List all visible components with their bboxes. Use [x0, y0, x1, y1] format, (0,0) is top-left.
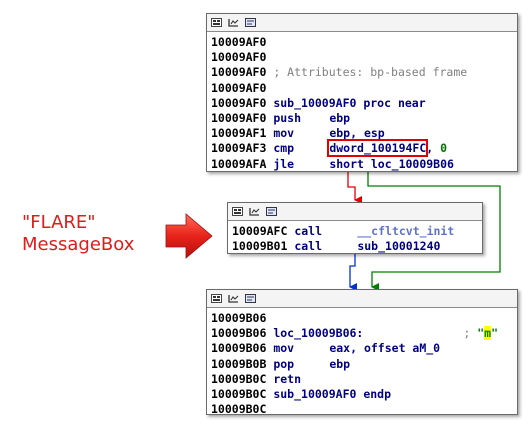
graph-node-top[interactable]: 10009AF0 10009AF0 10009AF0 ; Attributes:…	[206, 13, 518, 172]
asm-line[interactable]: 10009AF0 sub_10009AF0 proc near	[211, 96, 517, 111]
mnemonic: call	[294, 224, 323, 238]
color-icon[interactable]	[232, 207, 243, 216]
asm-line[interactable]: 10009AFA jle short loc_10009B06	[211, 157, 517, 172]
address: 10009AF0	[211, 35, 267, 49]
address: 10009AF0	[211, 50, 267, 65]
asm-line[interactable]: 10009AF0	[211, 81, 517, 96]
comment: ; Attributes: bp-based frame	[273, 65, 468, 80]
address: 10009AF0	[211, 110, 267, 125]
asm-line[interactable]: 10009B0C sub_10009AF0 endp	[211, 387, 517, 402]
operand[interactable]: ebp	[329, 110, 351, 125]
asm-line[interactable]: 10009B0C	[211, 402, 517, 417]
graph-overview-icon[interactable]	[228, 18, 239, 27]
address: 10009B06	[211, 341, 267, 356]
address: 10009B0C	[211, 402, 267, 417]
color-icon[interactable]	[211, 18, 222, 27]
asm-line[interactable]: 10009B06	[211, 311, 517, 326]
operand-separator: ,	[426, 141, 434, 156]
address: 10009AF1	[211, 126, 267, 141]
string-quote: "	[477, 326, 485, 341]
address: 10009B06	[211, 326, 267, 341]
asm-line[interactable]: 10009AF0 ; Attributes: bp-based frame	[211, 65, 517, 80]
proc-end[interactable]: sub_10009AF0 endp	[273, 386, 392, 401]
node-header	[207, 14, 517, 32]
mnemonic: mov	[273, 341, 295, 356]
asm-line[interactable]: 10009B0B pop ebp	[211, 357, 517, 372]
call-target[interactable]: sub_10001240	[357, 239, 441, 254]
asm-line[interactable]: 10009B01 call sub_10001240	[232, 239, 482, 254]
address: 10009B01	[232, 239, 288, 254]
asm-line[interactable]: 10009AF0 push ebp	[211, 111, 517, 126]
asm-line[interactable]: 10009AF1 mov ebp, esp	[211, 126, 517, 141]
address: 10009AF0	[211, 80, 267, 95]
address: 10009B06	[211, 311, 267, 325]
address: 10009AFA	[211, 156, 267, 171]
text-view-icon[interactable]	[245, 294, 256, 303]
operand[interactable]: eax, offset aM_0	[329, 341, 441, 356]
graph-overview-icon[interactable]	[249, 207, 260, 216]
asm-line[interactable]: 10009B0C retn	[211, 372, 517, 387]
annotation-line-2: MessageBox	[22, 234, 135, 255]
comment-prefix: ;	[463, 326, 471, 341]
address: 10009AF3	[211, 141, 267, 156]
address: 10009AFC	[232, 224, 288, 238]
annotation-label: "FLARE" MessageBox	[22, 212, 134, 256]
asm-line[interactable]: 10009AF0	[211, 35, 517, 50]
node-header	[228, 203, 482, 221]
string-quote: "	[491, 326, 499, 341]
text-view-icon[interactable]	[266, 207, 277, 216]
operand[interactable]: ebp, esp	[329, 126, 385, 141]
node-body: 10009AF0 10009AF0 10009AF0 ; Attributes:…	[207, 32, 517, 172]
proc-name[interactable]: sub_10009AF0 proc near	[273, 95, 426, 110]
edge-false-branch	[347, 172, 362, 204]
annotation-line-1: "FLARE"	[22, 212, 96, 233]
color-icon[interactable]	[211, 294, 222, 303]
address: 10009B0C	[211, 386, 267, 401]
asm-line[interactable]: 10009AF0	[211, 50, 517, 65]
node-body: 10009AFC call __cfltcvt_init 10009B01 cal…	[228, 221, 482, 254]
address: 10009AF0	[211, 65, 267, 80]
highlighted-string[interactable]: m	[484, 326, 492, 341]
jump-target[interactable]: short loc_10009B06	[329, 156, 454, 171]
label-name[interactable]: loc_10009B06:	[273, 326, 364, 341]
address: 10009AF0	[211, 95, 267, 110]
asm-line[interactable]: 10009AF3 cmp dword_100194FC, 0	[211, 139, 517, 158]
address: 10009B0C	[211, 371, 267, 386]
call-target-import[interactable]: __cfltcvt_init	[357, 224, 455, 238]
mnemonic: push	[273, 110, 302, 125]
red-arrow-icon	[165, 213, 213, 259]
text-view-icon[interactable]	[245, 18, 256, 27]
address: 10009B0B	[211, 356, 267, 371]
mnemonic: jle	[273, 156, 295, 171]
mnemonic: pop	[273, 356, 295, 371]
graph-overview-icon[interactable]	[228, 294, 239, 303]
highlighted-operand[interactable]: dword_100194FC	[327, 139, 429, 158]
graph-node-middle[interactable]: 10009AFC call __cfltcvt_init 10009B01 cal…	[227, 202, 483, 254]
node-body: 10009B06 10009B06 loc_10009B06:; "m" 100…	[207, 308, 517, 417]
asm-line[interactable]: 10009AFC call __cfltcvt_init	[232, 224, 482, 239]
graph-node-bottom[interactable]: 10009B06 10009B06 loc_10009B06:; "m" 100…	[206, 289, 518, 417]
operand[interactable]: ebp	[329, 356, 351, 371]
immediate-value: 0	[440, 141, 448, 156]
edge-fallthrough	[349, 254, 357, 291]
mnemonic: retn	[273, 371, 302, 386]
asm-line[interactable]: 10009B06 loc_10009B06:; "m"	[211, 326, 517, 341]
asm-line[interactable]: 10009B06 mov eax, offset aM_0	[211, 341, 517, 356]
mnemonic: mov	[273, 126, 295, 141]
mnemonic: cmp	[273, 141, 295, 156]
edge-true-branch	[367, 172, 501, 291]
mnemonic: call	[294, 239, 323, 254]
node-header	[207, 290, 517, 308]
